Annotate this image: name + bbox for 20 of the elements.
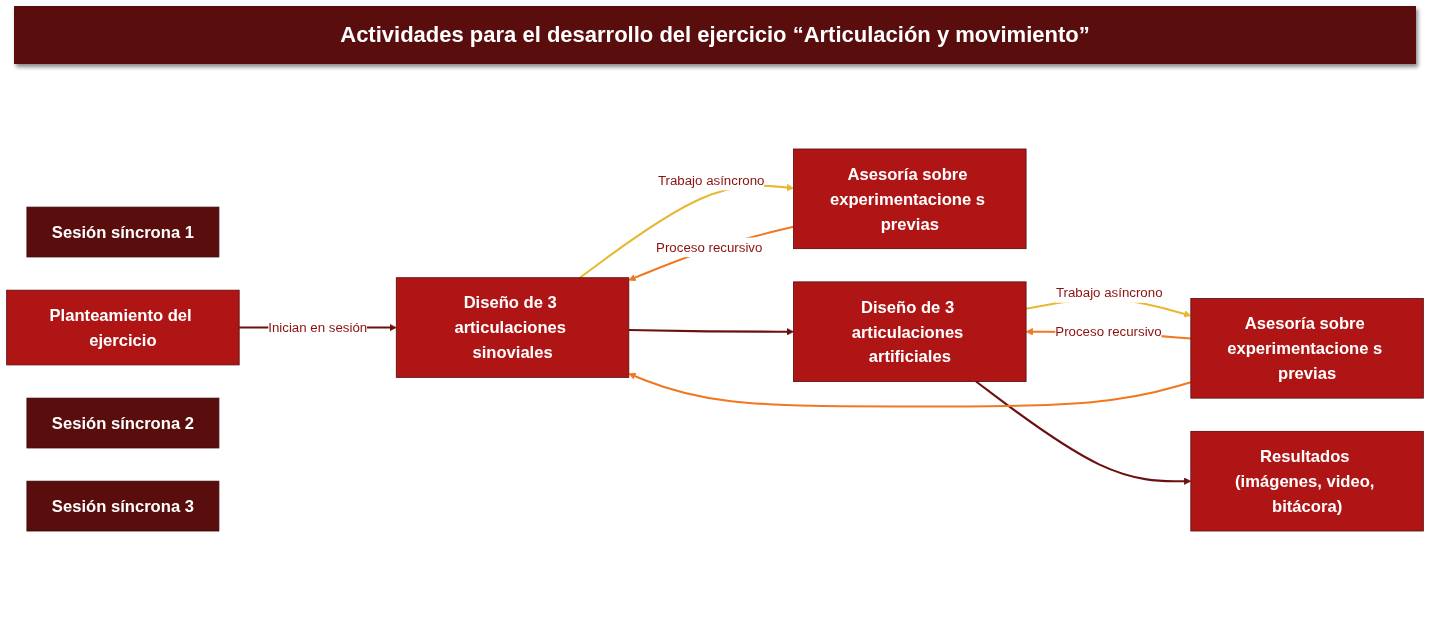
- arrow: [628, 328, 794, 336]
- arrow: [975, 380, 1192, 485]
- arrow: [628, 225, 794, 282]
- edge-label: Proceso recursivo: [1055, 324, 1162, 339]
- node-box: Planteamiento del ejercicio: [6, 289, 240, 366]
- node-box: Asesoría sobre experimentacione s previas: [793, 148, 1027, 250]
- node-box: Sesión síncrona 1: [26, 206, 220, 258]
- node-box: Sesión síncrona 3: [26, 480, 220, 532]
- node-box: Diseño de 3 articulaciones sinoviales: [395, 277, 630, 378]
- edge-label: Inician en sesión: [268, 320, 368, 335]
- edge-label: Trabajo asíncrono: [657, 173, 765, 188]
- edge-label: Proceso recursivo: [656, 239, 763, 255]
- node-box: Resultados (imágenes, video, bitácora): [1190, 430, 1424, 532]
- node-box: Diseño de 3 articulaciones artificiales: [793, 281, 1027, 382]
- title-banner: Actividades para el desarrollo del ejercicio “Articulación y movimiento”: [14, 6, 1416, 64]
- arrow: [579, 183, 794, 279]
- node-box: Asesoría sobre experimentacione s previas: [1190, 298, 1424, 399]
- edge-label: Trabajo asíncrono: [1055, 285, 1163, 300]
- arrow: [628, 372, 1192, 408]
- node-box: Sesión síncrona 2: [26, 397, 220, 449]
